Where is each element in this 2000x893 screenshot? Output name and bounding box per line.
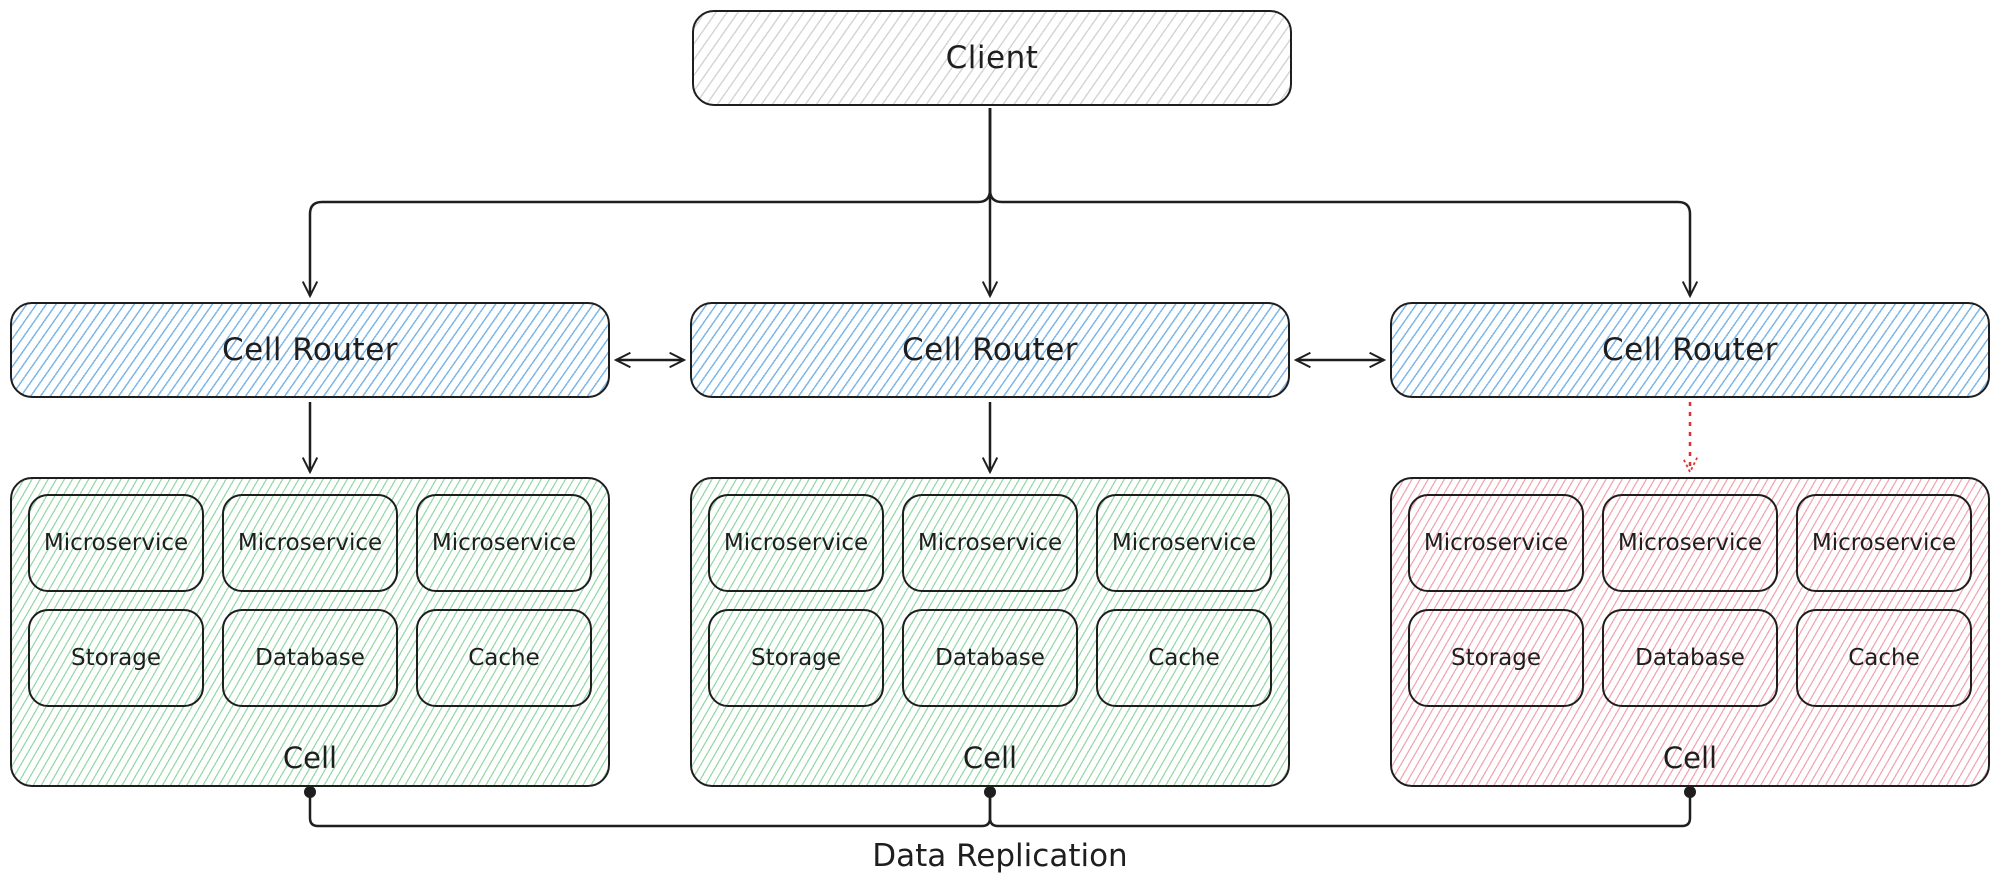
component-storage[interactable]: Storage [28,609,204,707]
client-node[interactable]: Client [692,10,1292,106]
component-microservice[interactable]: Microservice [1602,494,1778,592]
client-to-router-3-arrow [988,108,1690,296]
component-storage[interactable]: Storage [708,609,884,707]
cell-3-failed[interactable]: Microservice Microservice Microservice S… [1390,477,1990,787]
component-database[interactable]: Database [222,609,398,707]
cell-title: Cell [282,741,338,775]
cell-router-3[interactable]: Cell Router [1390,302,1990,398]
router-label: Cell Router [221,332,399,368]
router-label: Cell Router [901,332,1079,368]
client-to-router-1-arrow [310,108,992,296]
client-label: Client [945,40,1039,76]
component-cache[interactable]: Cache [1796,609,1972,707]
replication-line-2-3 [988,792,1692,828]
component-microservice[interactable]: Microservice [416,494,592,592]
component-microservice[interactable]: Microservice [1796,494,1972,592]
data-replication-label: Data Replication [872,838,1128,874]
component-database[interactable]: Database [902,609,1078,707]
component-cache[interactable]: Cache [416,609,592,707]
cell-2[interactable]: Microservice Microservice Microservice S… [690,477,1290,787]
cell-router-1[interactable]: Cell Router [10,302,610,398]
component-microservice[interactable]: Microservice [708,494,884,592]
component-microservice[interactable]: Microservice [1096,494,1272,592]
component-cache[interactable]: Cache [1096,609,1272,707]
cell-1[interactable]: Microservice Microservice Microservice S… [10,477,610,787]
cell-title: Cell [1662,741,1718,775]
component-database[interactable]: Database [1602,609,1778,707]
replication-dot-2 [984,786,996,798]
replication-dot-3 [1684,786,1696,798]
component-microservice[interactable]: Microservice [222,494,398,592]
router-label: Cell Router [1601,332,1779,368]
component-microservice[interactable]: Microservice [902,494,1078,592]
component-microservice[interactable]: Microservice [28,494,204,592]
replication-dot-1 [304,786,316,798]
cell-router-2[interactable]: Cell Router [690,302,1290,398]
component-microservice[interactable]: Microservice [1408,494,1584,592]
cell-title: Cell [962,741,1018,775]
component-storage[interactable]: Storage [1408,609,1584,707]
replication-line-1-2 [308,792,992,828]
